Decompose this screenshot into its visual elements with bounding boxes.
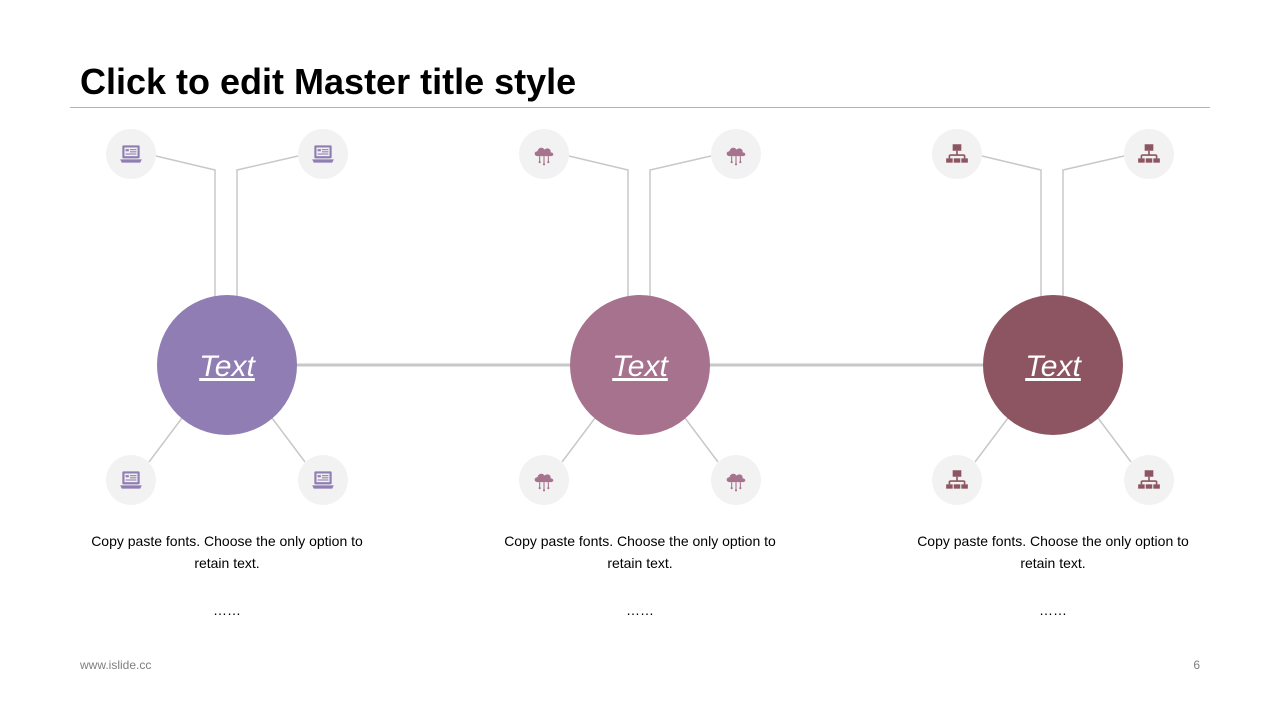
laptop-icon-glyph — [312, 471, 334, 489]
org-chart-icon — [932, 129, 982, 179]
slide-title[interactable]: Click to edit Master title style — [80, 61, 577, 102]
hub-1-circle[interactable] — [157, 295, 297, 435]
hub-2-connector-bottom-left — [561, 417, 596, 463]
hub-1-label[interactable]: Text — [199, 350, 256, 383]
laptop-icon-glyph — [120, 145, 142, 163]
hub-1-connector-top-left — [155, 155, 216, 297]
hub-1-connector-bottom-right — [271, 417, 306, 463]
page-number: 6 — [1193, 658, 1200, 672]
hub-2-ellipsis[interactable]: …… — [626, 602, 654, 618]
org-chart-icon — [1124, 129, 1174, 179]
hub-2-description[interactable]: Copy paste fonts. Choose the only option… — [504, 533, 776, 571]
hub-3-circle[interactable] — [983, 295, 1123, 435]
laptop-icon — [298, 455, 348, 505]
hub-3-description[interactable]: Copy paste fonts. Choose the only option… — [917, 533, 1189, 571]
hub-1-connector-bottom-left — [148, 417, 183, 463]
hub-2-connector-bottom-right — [684, 417, 719, 463]
hub-1-ellipsis[interactable]: …… — [213, 602, 241, 618]
hub-2-circle[interactable] — [570, 295, 710, 435]
hub-3-ellipsis[interactable]: …… — [1039, 602, 1067, 618]
laptop-icon — [106, 129, 156, 179]
org-chart-icon — [932, 455, 982, 505]
hub-2-connector-top-right — [649, 155, 712, 297]
hub-1-description[interactable]: Copy paste fonts. Choose the only option… — [91, 533, 363, 571]
hub-3-label[interactable]: Text — [1025, 350, 1082, 383]
hub-3-connector-bottom-right — [1097, 417, 1132, 463]
hub-3-connector-bottom-left — [974, 417, 1009, 463]
hub-3-connector-top-right — [1062, 155, 1125, 297]
cloud-network-icon — [519, 129, 569, 179]
hub-3-connector-top-left — [981, 155, 1042, 297]
diagram-nodes: Text Text Text — [106, 129, 1174, 505]
title-divider — [70, 107, 1210, 108]
laptop-icon-glyph — [312, 145, 334, 163]
cloud-network-icon — [711, 129, 761, 179]
org-chart-icon — [1124, 455, 1174, 505]
footer-url[interactable]: www.islide.cc — [80, 658, 152, 672]
hub-1-connector-top-right — [236, 155, 299, 297]
hub-2-label[interactable]: Text — [612, 350, 669, 383]
hub-2-connector-top-left — [568, 155, 629, 297]
cloud-network-icon — [519, 455, 569, 505]
laptop-icon — [298, 129, 348, 179]
laptop-icon-glyph — [120, 471, 142, 489]
cloud-network-icon — [711, 455, 761, 505]
laptop-icon — [106, 455, 156, 505]
